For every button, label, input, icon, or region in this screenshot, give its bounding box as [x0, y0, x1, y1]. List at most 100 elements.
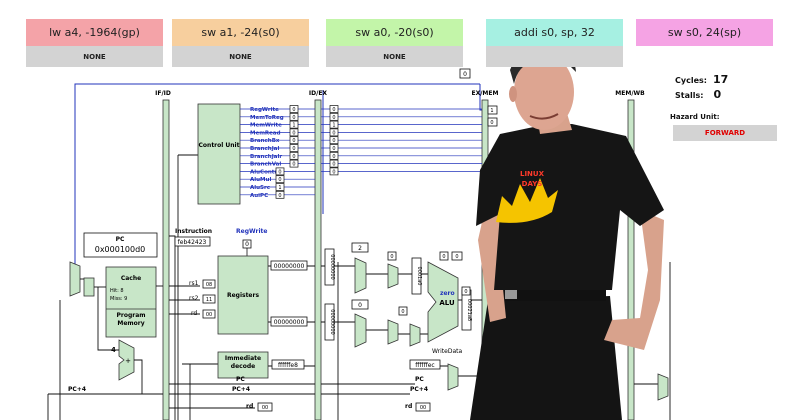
control-signal-box [275, 190, 285, 199]
pc4-label-id: PC+4 [232, 386, 250, 393]
alu-in-b: 00021a8 [466, 299, 472, 321]
cycles-counter: Cycles:17 [675, 73, 728, 86]
ex-signal-value: 1 [332, 123, 335, 129]
top-value-box: 0 [459, 68, 471, 79]
control-signal-box [289, 128, 299, 137]
mem-wb-bar [627, 99, 635, 420]
register-file: Registers rs1 08 rs2 11 rd 00 00000000 0… [189, 255, 308, 335]
control-signal-value: 1 [292, 123, 295, 129]
stage-status [486, 46, 623, 67]
reg-out2: 00000000 [274, 319, 305, 326]
ex-signal-value: 0 [332, 107, 335, 113]
control-signal-value: 0 [292, 138, 295, 144]
reg-out1: 00000000 [274, 263, 305, 270]
pc4-label-ex: PC+4 [410, 386, 428, 393]
cycles-label: Cycles: [675, 76, 707, 85]
pc-adder: + 4 [111, 339, 135, 381]
ex-signal-box [329, 167, 339, 176]
instruction-label: Instruction [175, 228, 212, 235]
ex-signal-value: 0 [332, 169, 335, 175]
pc-register: PC 0x000100d0 [83, 232, 158, 258]
ex-signal-box [329, 136, 339, 145]
stage-instruction: sw a0, -20(s0) [326, 19, 463, 46]
control-signal-value: 0 [292, 162, 295, 168]
stalls-counter: Stalls:0 [675, 88, 721, 101]
ex-mem-values: 1 0 [487, 105, 498, 127]
rs1-label: rs1 [189, 280, 199, 287]
rd-label: rd [191, 310, 197, 317]
control-signal-box [275, 175, 285, 184]
stage-instruction: addi s0, sp, 32 [486, 19, 623, 46]
pc4-label-if: PC+4 [68, 386, 86, 393]
pipeline-stage-ex: sw a0, -20(s0) NONE [326, 19, 463, 67]
control-signal-box [275, 167, 285, 176]
ex-signal-value: 0 [332, 115, 335, 121]
writedata-label: WriteData [432, 348, 462, 355]
ex-signal-value: 0 [332, 162, 335, 168]
control-signal-label: AuiPC [250, 193, 268, 199]
tshirt-logo-text-1: LINUX [520, 170, 545, 178]
pipeline-stage-wb: sw s0, 24(sp) [636, 19, 773, 67]
stage-instruction: lw a4, -1964(gp) [26, 19, 163, 46]
hazard-unit-label: Hazard Unit: [670, 113, 720, 121]
ex-mem-v1: 1 [490, 108, 493, 114]
alu-zero-label: zero [440, 290, 455, 297]
alu-mux-sel-2: 0 [401, 309, 404, 315]
stage-instruction: sw s0, 24(sp) [636, 19, 773, 46]
control-signal-label: MemToReg [250, 115, 284, 121]
writedata: WriteData ffffffec [409, 348, 462, 370]
ex-signal-box [329, 151, 339, 160]
tshirt-logo-text-2: DAYS [522, 180, 543, 188]
alu-label: ALU [439, 299, 455, 307]
alu-consts: 2 0 0 0 [351, 242, 408, 316]
rs2-value: 11 [206, 297, 212, 303]
bottom-bus: PC+4 PC+4 PC PC PC+4 rd 00 rd 00 [68, 376, 431, 412]
stage-status: NONE [26, 46, 163, 67]
regwrite-wb-label: RegWrite [236, 228, 267, 235]
control-signal-box [289, 112, 299, 121]
pipeline-stage-id: sw a1, -24(s0) NONE [172, 19, 309, 67]
belt-buckle [505, 289, 517, 299]
rs1-value: 08 [206, 282, 212, 288]
control-signal-value: 0 [278, 193, 281, 199]
hazard-unit-status: FORWARD [673, 125, 777, 141]
id-ex-bar [314, 99, 322, 420]
control-signal-label: BranchBx [250, 138, 280, 144]
rd-value: 00 [206, 312, 212, 318]
control-signal-label: AluSrc [250, 185, 270, 191]
control-signal-label: MemRead [250, 130, 281, 136]
control-signal-value: 1 [278, 185, 281, 191]
alu-zero-value: 0 [464, 289, 467, 295]
control-signal-box [289, 105, 299, 113]
tshirt-logo-flames [496, 178, 558, 223]
control-signal-value: 0 [292, 115, 295, 121]
program-memory-label: Program Memory [116, 312, 146, 327]
control-signal-box [289, 136, 299, 145]
cache-title: Cache [121, 275, 141, 282]
ex-signal-box [329, 120, 339, 129]
rd-value-ex: 00 [420, 405, 426, 411]
ex-signal-box [329, 128, 339, 137]
stage-status: NONE [326, 46, 463, 67]
ex-mem-label: EX/MEM [472, 90, 499, 97]
alu-result-a: 0 [442, 254, 445, 260]
regwrite-wb-value: 0 [245, 241, 249, 248]
control-signal-box [289, 151, 299, 160]
writedata-value: ffffffec [415, 362, 434, 369]
control-signal-value: 0 [292, 107, 295, 113]
cache-hit: Hit: 8 [110, 288, 124, 294]
ex-signal-box [329, 112, 339, 121]
pc-label: PC [116, 236, 125, 243]
alu-block: 0001a0 00021a8 ALU zero 0 0 0 [411, 251, 472, 343]
ex-signal-value: 0 [332, 130, 335, 136]
if-id-label: IF/ID [155, 90, 171, 97]
control-signal-box [289, 144, 299, 152]
control-signal-label: MemWrite [250, 123, 282, 129]
stalls-label: Stalls: [675, 91, 704, 100]
control-signal-label: AluMul [250, 177, 271, 183]
control-signal-value: 0 [292, 130, 295, 136]
immediate-decode: Immediate decode ffffffe8 [217, 351, 305, 379]
control-unit: Control Unit [197, 103, 241, 205]
control-signal-value: 0 [292, 154, 295, 160]
